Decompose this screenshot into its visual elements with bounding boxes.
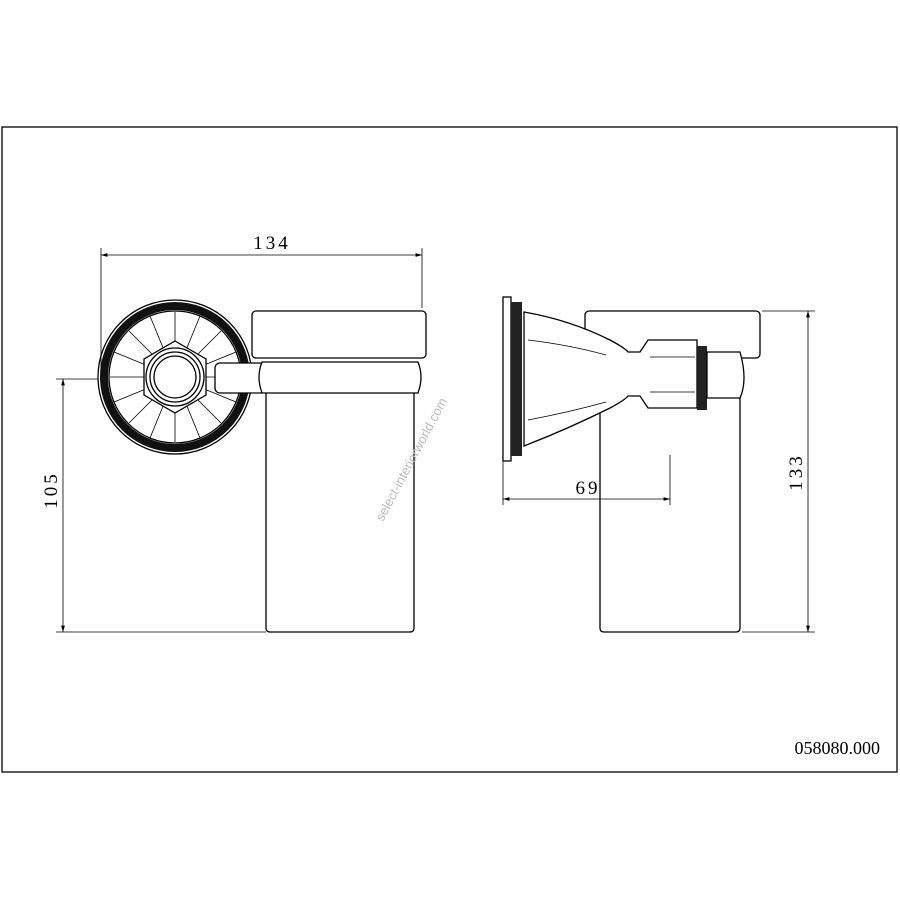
arm [214, 362, 266, 394]
dimension-label-height: 133 [786, 453, 807, 491]
dimension-projection: 69 [502, 455, 671, 505]
cup-holder-ring [258, 361, 422, 394]
dimension-height: 133 [742, 310, 815, 633]
glass-cup [265, 393, 415, 633]
watermark: select-interiorworld.com [372, 395, 450, 523]
bracket-body [523, 311, 698, 447]
dimension-wall-height: 105 [41, 378, 266, 633]
front-view [97, 299, 427, 633]
part-number: 058080.000 [795, 738, 881, 758]
side-view [502, 296, 761, 633]
cup-rim [251, 310, 427, 359]
dimension-label-projection: 69 [576, 478, 601, 499]
glass-cup-side [599, 358, 741, 633]
drawing-frame [1, 126, 898, 773]
dimension-label-wall-height: 105 [41, 471, 62, 509]
hex-nut [143, 340, 207, 414]
dimension-label-width: 134 [253, 233, 291, 254]
wall-plate [502, 296, 512, 462]
dimension-width: 134 [100, 233, 423, 370]
